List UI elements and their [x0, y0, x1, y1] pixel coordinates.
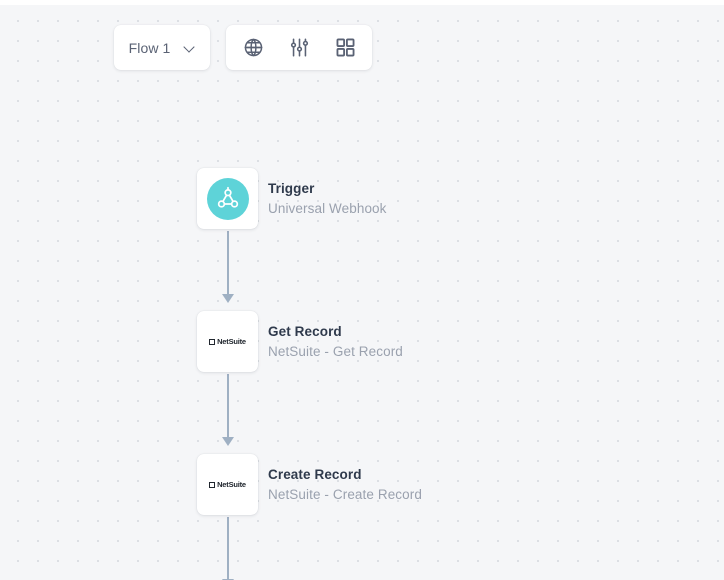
flow-selector-label: Flow 1	[128, 39, 171, 56]
node-title: Trigger	[268, 180, 315, 196]
canvas-tools-panel	[226, 25, 372, 70]
node-title: Create Record	[268, 466, 362, 482]
node-label-group: Get Record NetSuite - Get Record	[268, 323, 403, 359]
flow-node-trigger[interactable]: Trigger Universal Webhook	[197, 168, 387, 229]
connector-create-record-to-next	[222, 517, 234, 580]
connector-arrowhead	[222, 437, 234, 446]
globe-icon	[244, 38, 262, 57]
connector-line	[227, 517, 229, 579]
globe-icon-button[interactable]	[236, 31, 270, 65]
connector-arrowhead	[222, 294, 234, 303]
webhook-icon	[206, 177, 249, 220]
netsuite-square-mark	[209, 338, 216, 345]
node-icon-card[interactable]: NetSuite	[197, 311, 258, 372]
node-icon-card[interactable]: NetSuite	[197, 454, 258, 515]
netsuite-logo-icon: NetSuite	[209, 337, 246, 346]
netsuite-wordmark: NetSuite	[217, 480, 246, 489]
connector-trigger-to-get-record	[222, 231, 234, 303]
netsuite-square-mark	[209, 481, 216, 488]
node-subtitle: Universal Webhook	[268, 201, 387, 216]
connector-line	[227, 231, 229, 294]
flow-canvas[interactable]: Trigger Universal Webhook NetSuite Get R…	[0, 5, 724, 580]
flow-selector[interactable]: Flow 1	[114, 25, 210, 70]
netsuite-logo-icon: NetSuite	[209, 480, 246, 489]
flow-node-create-record[interactable]: NetSuite Create Record NetSuite - Create…	[197, 454, 422, 515]
chevron-down-icon	[184, 42, 195, 53]
grid-icon	[336, 38, 354, 57]
sliders-icon	[290, 38, 308, 57]
node-title: Get Record	[268, 323, 342, 339]
grid-icon-button[interactable]	[328, 31, 362, 65]
netsuite-wordmark: NetSuite	[217, 337, 246, 346]
node-icon-card[interactable]	[197, 168, 258, 229]
node-subtitle: NetSuite - Create Record	[268, 487, 422, 502]
connector-get-record-to-create-record	[222, 374, 234, 446]
node-subtitle: NetSuite - Get Record	[268, 344, 403, 359]
connector-line	[227, 374, 229, 437]
node-label-group: Create Record NetSuite - Create Record	[268, 466, 422, 502]
flow-node-get-record[interactable]: NetSuite Get Record NetSuite - Get Recor…	[197, 311, 403, 372]
sliders-icon-button[interactable]	[282, 31, 316, 65]
node-label-group: Trigger Universal Webhook	[268, 180, 387, 216]
